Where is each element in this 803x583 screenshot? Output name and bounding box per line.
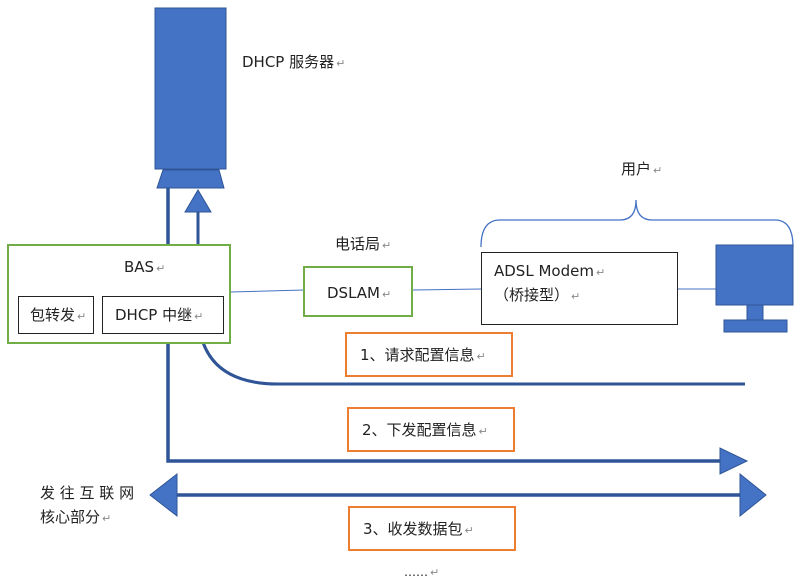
adsl-modem-label-line1: ADSL Modem↵	[494, 262, 606, 280]
monitor-stand	[723, 319, 788, 333]
step-deliver-label: 2、下发配置信息↵	[362, 421, 488, 439]
step-data-box: 3、收发数据包↵	[348, 506, 516, 551]
bas-box: BAS↵ 包转发↵ DHCP 中继↵	[7, 244, 231, 344]
step-deliver-box: 2、下发配置信息↵	[347, 407, 515, 452]
step-request-label: 1、请求配置信息↵	[360, 346, 486, 364]
request-arrowhead	[184, 189, 212, 213]
response-arrowhead	[719, 447, 749, 475]
bas-dslam-link	[229, 289, 305, 293]
core-network-label-line1: 发 往 互 联 网	[40, 484, 135, 502]
packet-forward-label: 包转发↵	[30, 306, 87, 324]
dhcp-relay-label: DHCP 中继↵	[115, 306, 204, 324]
adsl-modem-box: ADSL Modem↵ （桥接型）↵	[481, 252, 678, 325]
bas-label: BAS↵	[124, 258, 166, 276]
monitor-screen	[715, 244, 794, 306]
dhcp-server-shape	[154, 7, 227, 170]
ellipsis-text: ……↵	[404, 565, 440, 579]
telecom-label: 电话局↵	[335, 235, 392, 253]
data-arrowhead-left	[149, 472, 178, 518]
step-data-label: 3、收发数据包↵	[363, 520, 474, 538]
dslam-label: DSLAM↵	[327, 284, 392, 302]
monitor-neck	[746, 304, 764, 321]
user-label: 用户↵	[621, 160, 663, 178]
step-request-box: 1、请求配置信息↵	[345, 332, 513, 377]
dslam-modem-link	[412, 288, 482, 291]
core-network-label-line2: 核心部分↵	[40, 508, 112, 526]
dhcp-server-label: DHCP 服务器↵	[242, 53, 346, 71]
dslam-box: DSLAM↵	[303, 266, 413, 317]
dhcp-server-base	[156, 169, 225, 189]
data-arrowhead-right	[739, 472, 767, 518]
adsl-modem-label-line2: （桥接型）↵	[494, 286, 581, 304]
packet-forward-box: 包转发↵	[18, 296, 94, 334]
dhcp-relay-box: DHCP 中继↵	[102, 296, 224, 334]
user-brace	[480, 199, 794, 248]
